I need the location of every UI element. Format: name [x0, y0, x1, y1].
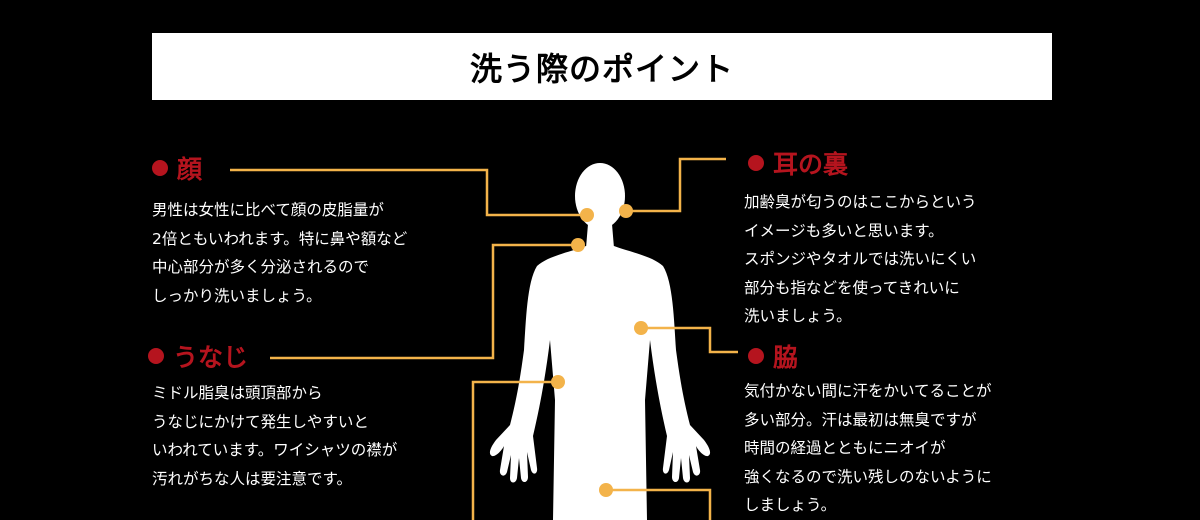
page-title: 洗う際のポイント	[469, 49, 734, 88]
red-circle-icon	[748, 348, 764, 364]
heading-face-label: 顔	[177, 155, 203, 184]
title-banner: 洗う際のポイント	[152, 33, 1052, 100]
connector-behind-ear	[626, 157, 726, 213]
human-silhouette-icon	[489, 163, 711, 520]
marker-face	[580, 208, 594, 222]
text-behind-ear: 加齢臭が匂うのはここからという イメージも多いと思います。 スポンジやタオルでは…	[744, 193, 977, 325]
heading-behind-ear-label: 耳の裏	[773, 150, 849, 179]
connector-hip	[606, 488, 712, 520]
marker-behind-ear	[619, 204, 633, 218]
text-armpit: 気付かない間に汗をかいてることが 多い部分。汗は最初は無臭ですが 時間の経過とと…	[744, 382, 992, 514]
red-circle-icon	[748, 155, 764, 171]
connector-armpit	[641, 326, 738, 354]
connector-face	[230, 168, 587, 217]
heading-armpit: 脇	[748, 338, 798, 374]
connector-nape	[270, 243, 578, 360]
heading-face: 顔	[152, 150, 202, 186]
marker-armpit	[634, 321, 648, 335]
red-circle-icon	[148, 348, 164, 364]
red-circle-icon	[152, 160, 168, 176]
connector-chest	[471, 380, 558, 520]
heading-armpit-label: 脇	[773, 343, 799, 372]
text-face: 男性は女性に比べて顔の皮脂量が 2倍ともいわれます。特に鼻や額など 中心部分が多…	[152, 201, 408, 305]
text-nape: ミドル脂臭は頭頂部から うなじにかけて発生しやすいと いわれています。ワイシャツ…	[152, 384, 398, 488]
heading-nape: うなじ	[148, 338, 248, 374]
marker-hip	[599, 483, 613, 497]
heading-behind-ear: 耳の裏	[748, 145, 848, 181]
heading-nape-label: うなじ	[173, 343, 249, 372]
marker-chest	[551, 375, 565, 389]
marker-nape	[571, 238, 585, 252]
